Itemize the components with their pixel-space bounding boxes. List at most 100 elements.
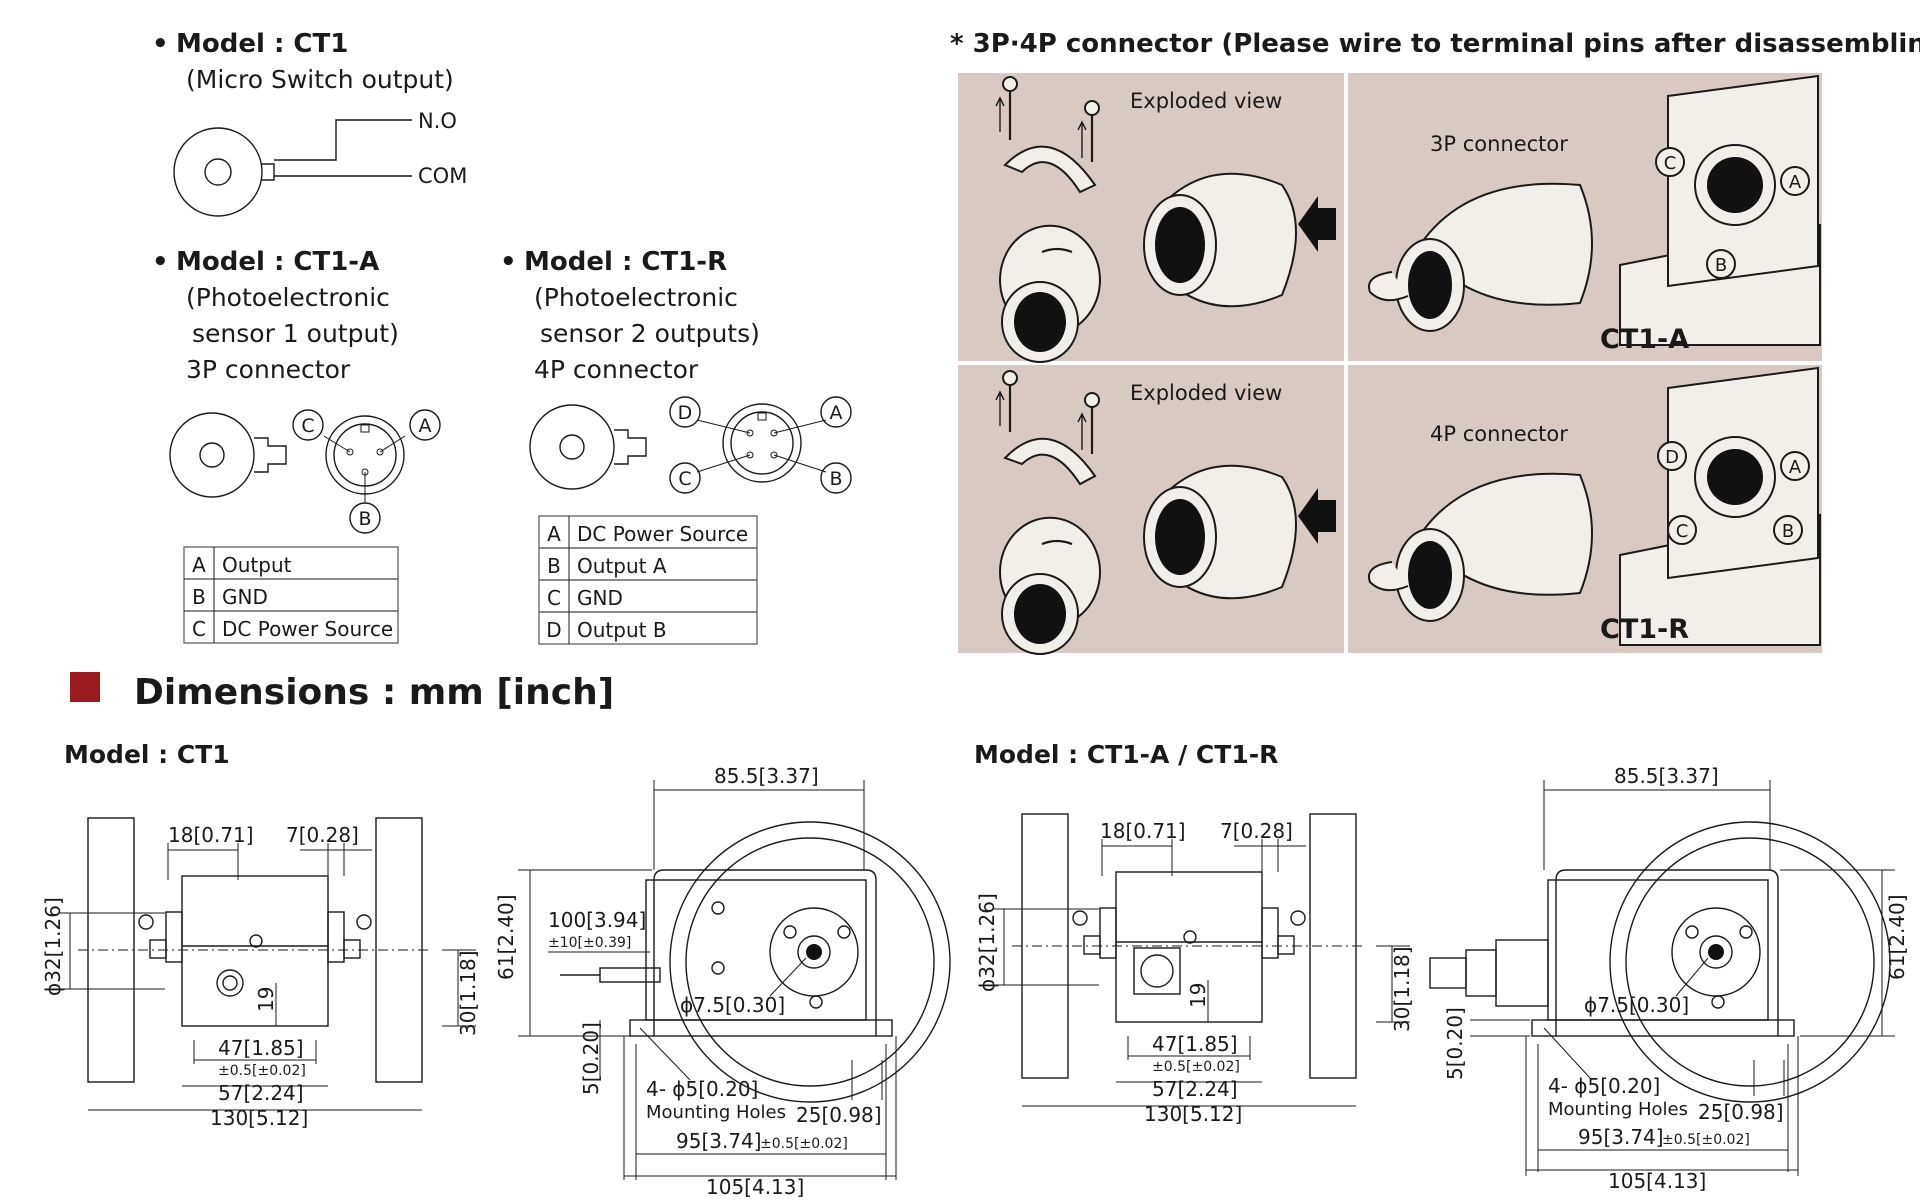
bullet: • xyxy=(152,247,169,277)
table-cell: DC Power Source xyxy=(577,522,748,546)
dim-label: 47[1.85] xyxy=(1152,1032,1238,1056)
dim-label: ϕ32[1.26] xyxy=(41,897,65,996)
table-cell: Output B xyxy=(577,618,667,642)
model-ct1r-line2: sensor 2 outputs) xyxy=(540,319,760,348)
ct1-front-view: 85.5[3.37] 61[2.40] 100[3.94] ±10[±0.39]… xyxy=(494,764,951,1199)
exploded-view-3p: Exploded view xyxy=(995,76,1336,363)
table-row: A xyxy=(547,522,561,546)
dim-label: 25[0.98] xyxy=(1698,1100,1784,1124)
model-ct1-title: Model : CT1 xyxy=(176,29,348,59)
model-ct1a-line2: sensor 1 output) xyxy=(192,319,399,348)
dim-label: 95[3.74] xyxy=(676,1129,762,1153)
pin-b-label: B xyxy=(1782,521,1794,542)
exploded-view-4p: Exploded view xyxy=(995,370,1336,655)
model-ct1r-title: Model : CT1-R xyxy=(524,247,727,277)
dim-tolerance: ±0.5[±0.02] xyxy=(1662,1132,1750,1148)
dim-label: 25[0.98] xyxy=(796,1103,882,1127)
pin-b-label: B xyxy=(358,508,371,530)
ct1a-3p-pinout: C A B xyxy=(292,409,441,534)
ct1r-4p-pinout: D A C B xyxy=(669,396,852,494)
table-row: D xyxy=(546,618,561,642)
dim-tolerance: ±0.5[±0.02] xyxy=(1152,1059,1240,1075)
table-row: B xyxy=(547,554,561,578)
ct1a-pin-table: A Output B GND C DC Power Source xyxy=(183,546,399,644)
dim-label: 19 xyxy=(1186,983,1210,1008)
model-ct1a-block: • Model : CT1-A (Photoelectronic sensor … xyxy=(152,247,441,644)
dim-tolerance: ±0.5[±0.02] xyxy=(218,1063,306,1079)
dim-label: ϕ7.5[0.30] xyxy=(1584,993,1689,1017)
dim-label: ϕ7.5[0.30] xyxy=(680,993,785,1017)
model-ct1a-line1: (Photoelectronic xyxy=(186,283,390,312)
pin-b-label: B xyxy=(829,468,842,490)
connector-heading: * 3P·4P connector (Please wire to termin… xyxy=(950,29,1920,59)
table-cell: GND xyxy=(222,585,268,609)
dim-label: 47[1.85] xyxy=(218,1036,304,1060)
dim-tolerance: ±0.5[±0.02] xyxy=(760,1136,848,1152)
dim-ct1-title: Model : CT1 xyxy=(64,740,230,769)
ct1ar-side-view: 18[0.71] 7[0.28] ϕ32[1.26] 30[1.18] 19 4… xyxy=(975,813,1414,1126)
pin-d-label: D xyxy=(1665,447,1679,468)
dim-label: 105[4.13] xyxy=(706,1175,804,1199)
dim-label: ϕ32[1.26] xyxy=(975,893,999,992)
connector-3p-label: 3P connector xyxy=(1430,132,1568,156)
dim-label: 18[0.71] xyxy=(1100,819,1186,843)
table-row: C xyxy=(192,617,206,641)
pin-b-label: B xyxy=(1715,255,1727,276)
dim-label: 100[3.94] xyxy=(548,908,646,932)
bullet: • xyxy=(152,29,169,59)
pin-no-label: N.O xyxy=(418,109,457,133)
dim-label: 130[5.12] xyxy=(1144,1102,1242,1126)
dim-label: 30[1.18] xyxy=(1390,946,1414,1032)
dim-label: 61[2.40] xyxy=(1885,894,1909,980)
arrow-icon xyxy=(1298,196,1336,252)
table-row: A xyxy=(192,553,206,577)
pin-c-label: C xyxy=(1676,521,1689,542)
model-ct1r-block: • Model : CT1-R (Photoelectronic sensor … xyxy=(500,247,852,645)
dim-label: 18[0.71] xyxy=(168,823,254,847)
screw-icon xyxy=(1077,100,1100,162)
ct1-switch-drawing xyxy=(173,119,412,217)
dim-label: 130[5.12] xyxy=(210,1106,308,1130)
dim-label: Mounting Holes xyxy=(1548,1099,1688,1120)
ct1a-label: CT1-A xyxy=(1600,324,1689,355)
ct1r-label: CT1-R xyxy=(1600,614,1689,645)
pin-d-label: D xyxy=(678,402,693,424)
dim-ct1ar-title: Model : CT1-A / CT1-R xyxy=(974,740,1278,769)
pin-com-label: COM xyxy=(418,164,467,188)
assembled-4p: 4P connector D A C B CT1-R xyxy=(1368,366,1821,646)
model-ct1a-title: Model : CT1-A xyxy=(176,247,379,277)
clamp-drawing xyxy=(1003,145,1097,194)
bullet: • xyxy=(500,247,517,277)
pin-a-label: A xyxy=(419,415,432,437)
table-row: C xyxy=(547,586,561,610)
ct1-side-view: 18[0.71] 7[0.28] ϕ32[1.26] 30[1.18] 19 4… xyxy=(41,817,480,1130)
screw-icon xyxy=(995,76,1018,140)
dim-label: 57[2.24] xyxy=(1152,1077,1238,1101)
pin-a-label: A xyxy=(1789,172,1802,193)
connector-body xyxy=(1495,939,1549,1007)
ct1r-pin-table: A DC Power Source B Output A C GND D Out… xyxy=(538,515,758,645)
screw-icon xyxy=(1077,392,1100,454)
dim-tolerance: ±10[±0.39] xyxy=(548,935,631,951)
screw-icon xyxy=(995,370,1018,432)
ct1a-body-drawing xyxy=(169,412,287,498)
table-cell: Output A xyxy=(577,554,667,578)
dim-label: 4- ϕ5[0.20] xyxy=(1548,1074,1660,1098)
pin-a-label: A xyxy=(1789,457,1802,478)
pin-c-label: C xyxy=(678,468,691,490)
dim-label: 7[0.28] xyxy=(286,823,359,847)
table-cell: GND xyxy=(577,586,623,610)
dim-label: 7[0.28] xyxy=(1220,819,1293,843)
model-ct1-block: • Model : CT1 (Micro Switch output) N.O … xyxy=(152,29,467,217)
assembled-3p: 3P connector C A B CT1-A xyxy=(1368,74,1821,355)
ct1r-body-drawing xyxy=(529,404,647,490)
dim-label: 4- ϕ5[0.20] xyxy=(646,1077,758,1101)
dim-label: 30[1.18] xyxy=(456,950,480,1036)
pin-c-label: C xyxy=(1664,153,1677,174)
model-ct1a-line3: 3P connector xyxy=(186,355,351,384)
exploded-label: Exploded view xyxy=(1130,381,1282,405)
dimensions-title: Dimensions : mm [inch] xyxy=(134,672,614,713)
pin-a-label: A xyxy=(830,402,843,424)
model-ct1r-line1: (Photoelectronic xyxy=(534,283,738,312)
section-marker xyxy=(70,672,100,702)
